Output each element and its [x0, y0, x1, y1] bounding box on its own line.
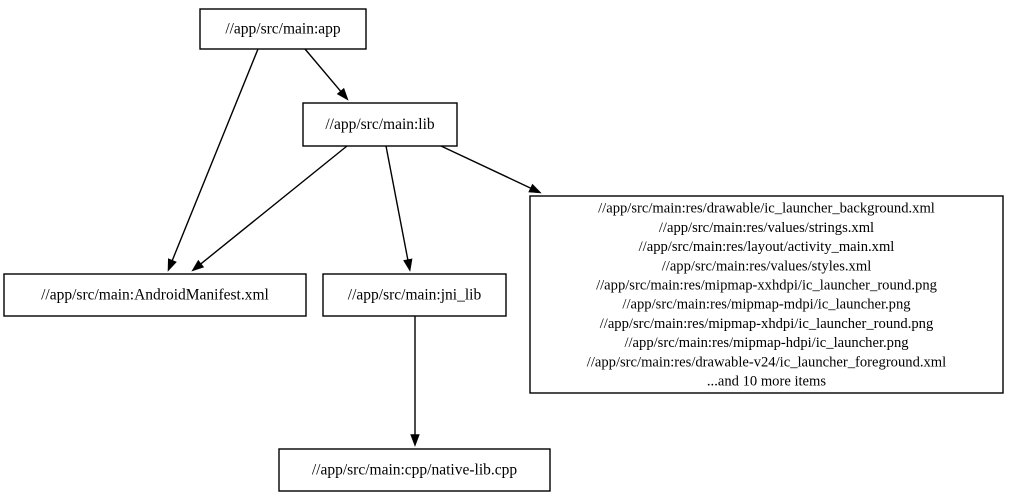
node-label-line: ...and 10 more items	[707, 374, 826, 390]
graph-edge	[410, 316, 420, 447]
edges-layer	[167, 48, 542, 447]
graph-edge	[385, 145, 413, 272]
graph-node-app[interactable]: //app/src/main:app	[199, 8, 367, 50]
node-label-line: //app/src/main:res/drawable-v24/ic_launc…	[587, 354, 946, 370]
nodes-layer: //app/src/main:app //app/src/main:lib //ap…	[3, 8, 1004, 492]
node-label: //app/src/main:lib	[325, 116, 435, 133]
node-label: //app/src/main:app	[225, 21, 341, 38]
graph-node-lib[interactable]: //app/src/main:lib	[302, 102, 458, 147]
graph-edge	[191, 145, 348, 272]
node-label: //app/src/main:cpp/native-lib.cpp	[312, 462, 518, 479]
graph-node-androidmanifest[interactable]: //app/src/main:AndroidManifest.xml	[3, 273, 307, 317]
node-label: //app/src/main:jni_lib	[348, 287, 482, 304]
node-label-line: //app/src/main:res/values/styles.xml	[662, 258, 872, 274]
node-label-line: //app/src/main:res/mipmap-xxhdpi/ic_laun…	[596, 278, 938, 294]
node-label-line: //app/src/main:res/mipmap-mdpi/ic_launch…	[622, 297, 911, 313]
graph-node-native_lib_cpp[interactable]: //app/src/main:cpp/native-lib.cpp	[278, 448, 551, 492]
graph-node-res_group[interactable]: //app/src/main:res/drawable/ic_launcher_…	[529, 195, 1004, 394]
graph-edge	[304, 48, 349, 101]
node-label-line: //app/src/main:res/values/strings.xml	[659, 220, 874, 236]
node-label: //app/src/main:res/drawable/ic_launcher_…	[587, 201, 946, 390]
node-label: //app/src/main:AndroidManifest.xml	[41, 287, 269, 304]
node-label-line: //app/src/main:res/mipmap-hdpi/ic_launch…	[624, 335, 909, 351]
node-label-line: //app/src/main:res/drawable/ic_launcher_…	[598, 201, 935, 217]
node-label-line: //app/src/main:res/mipmap-xhdpi/ic_launc…	[600, 316, 934, 332]
graph-edge	[440, 145, 542, 194]
graph-edge	[167, 48, 259, 272]
node-label-line: //app/src/main:res/layout/activity_main.…	[639, 239, 895, 255]
graph-node-jni_lib[interactable]: //app/src/main:jni_lib	[322, 273, 507, 317]
